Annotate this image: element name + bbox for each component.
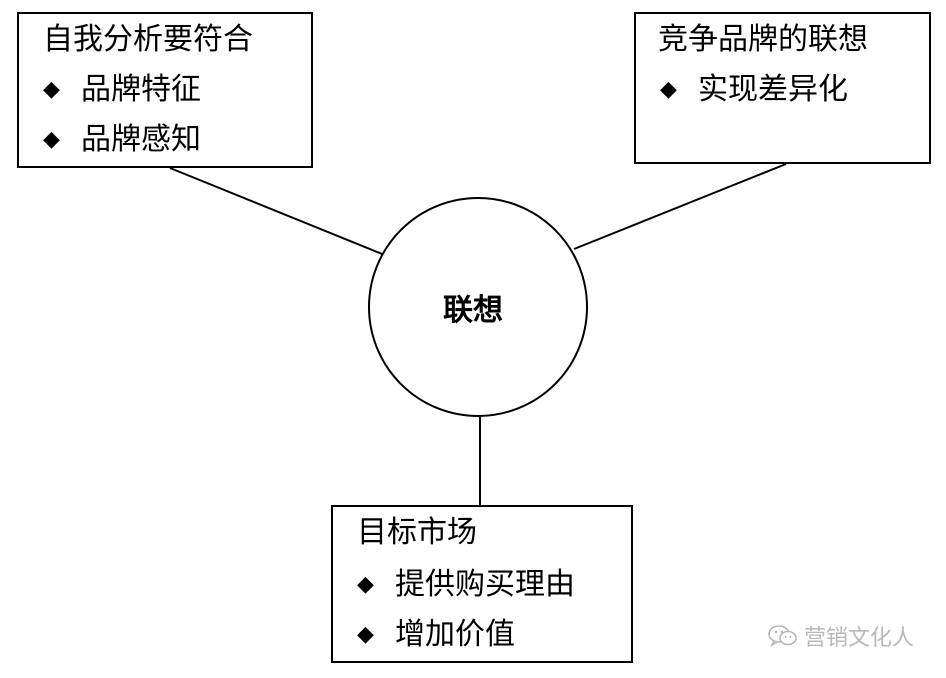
competitor-item-1-label: 实现差异化 (698, 72, 848, 107)
watermark: 营销文化人 (768, 620, 914, 652)
target-market-item-2: ◆ 增加价值 (357, 617, 515, 653)
connector-competitor-to-center (573, 163, 787, 250)
center-circle: 联想 (368, 197, 588, 417)
self-analysis-item-2: ◆ 品牌感知 (43, 122, 201, 158)
diamond-bullet-icon: ◆ (43, 77, 60, 102)
self-analysis-item-1: ◆ 品牌特征 (43, 72, 201, 108)
target-market-title: 目标市场 (357, 515, 477, 550)
self-analysis-box: 自我分析要符合 ◆ 品牌特征 ◆ 品牌感知 (17, 12, 313, 168)
diamond-bullet-icon: ◆ (357, 622, 374, 647)
target-market-item-1-label: 提供购买理由 (395, 567, 575, 602)
self-analysis-item-2-label: 品牌感知 (81, 122, 201, 157)
competitor-box: 竞争品牌的联想 ◆ 实现差异化 (634, 12, 931, 164)
self-analysis-item-1-label: 品牌特征 (81, 72, 201, 107)
target-market-box: 目标市场 ◆ 提供购买理由 ◆ 增加价值 (331, 505, 633, 663)
diamond-bullet-icon: ◆ (43, 127, 60, 152)
center-label: 联想 (443, 293, 503, 328)
watermark-text: 营销文化人 (804, 626, 915, 651)
competitor-title: 竞争品牌的联想 (658, 22, 868, 57)
target-market-item-1: ◆ 提供购买理由 (357, 567, 575, 603)
target-market-item-2-label: 增加价值 (395, 617, 515, 652)
competitor-item-1: ◆ 实现差异化 (660, 72, 848, 108)
diamond-bullet-icon: ◆ (357, 572, 374, 597)
self-analysis-title: 自我分析要符合 (43, 22, 253, 57)
diamond-bullet-icon: ◆ (660, 77, 677, 102)
connector-self-to-center (169, 167, 383, 255)
wechat-icon (768, 625, 797, 648)
